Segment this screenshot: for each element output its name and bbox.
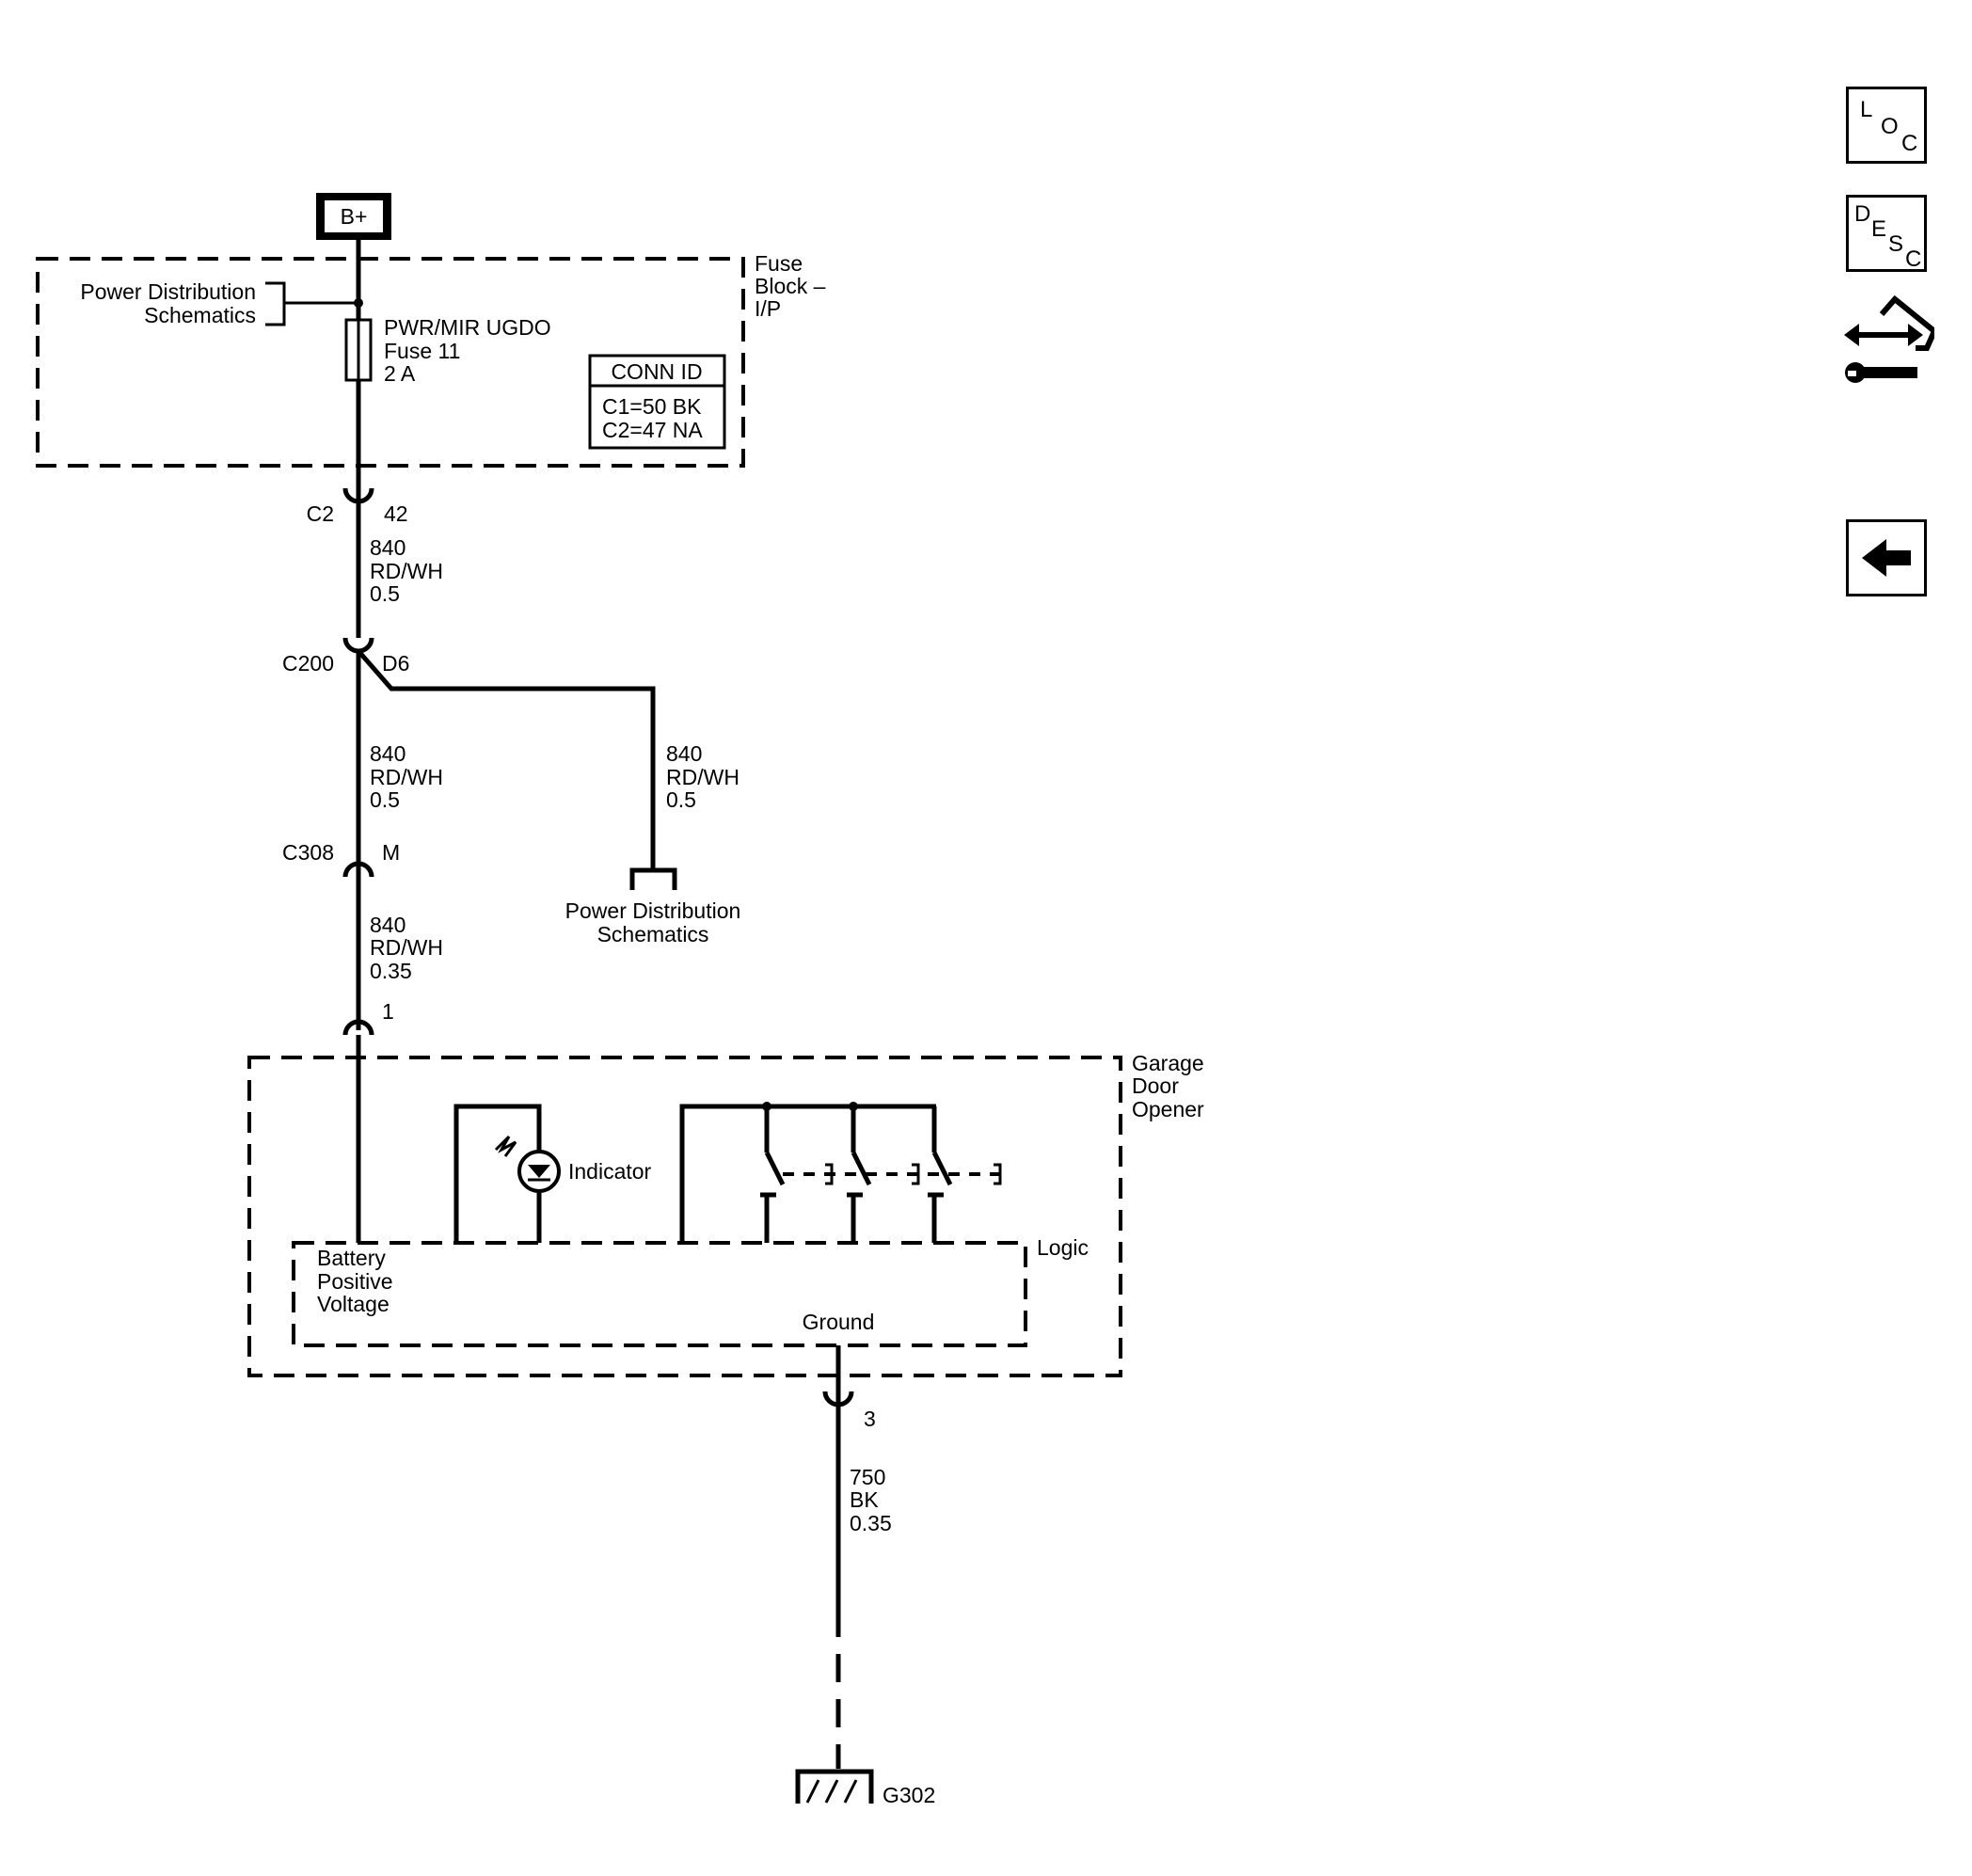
battery-voltage-line: Battery: [317, 1246, 386, 1270]
ground-g302: G302: [795, 1769, 935, 1807]
garage-door-opener-name-line: Door: [1132, 1073, 1179, 1098]
conn-id-row: C1=50 BK: [602, 394, 702, 419]
wire-label-line: RD/WH: [370, 559, 443, 583]
fuse-block-outline: [36, 257, 745, 468]
battery-supply: B+: [316, 193, 391, 240]
battery-voltage-line: Voltage: [317, 1292, 390, 1316]
fuse-label-line: PWR/MIR UGDO: [384, 315, 551, 340]
gdo-pin-3: 3: [822, 1391, 876, 1431]
power-distribution-reference-line: Power Distribution: [80, 279, 256, 304]
fuse-11: [344, 318, 373, 382]
switch-group: [679, 1102, 1002, 1243]
logic-box: [292, 1241, 1027, 1347]
fuse-block-name-line: Fuse: [755, 251, 803, 276]
desc-button[interactable]: D E S C: [1846, 195, 1927, 272]
fuse-label-line: 2 A: [384, 361, 416, 386]
wire-label-line: 0.35: [850, 1511, 892, 1535]
indicator-circuit: Indicator: [453, 1104, 652, 1243]
wire-label: 840 RD/WH 0.5: [370, 741, 443, 812]
wire-label: 840 RD/WH 0.5: [666, 741, 740, 812]
power-distribution-reference[interactable]: Power Distribution Schematics: [80, 279, 363, 327]
wire-label: 750 BK 0.35: [850, 1465, 892, 1535]
connector-pin: M: [382, 840, 400, 865]
power-distribution-reference-line: Schematics: [144, 303, 256, 327]
indicator-label: Indicator: [568, 1159, 652, 1184]
wire-label-line: RD/WH: [370, 935, 443, 960]
logic-label: Logic: [1037, 1235, 1089, 1260]
fuse-block-name: Fuse Block – I/P: [755, 251, 826, 321]
ground-id: G302: [883, 1783, 935, 1807]
conn-id-table: CONN ID C1=50 BK C2=47 NA: [588, 354, 726, 450]
wire-label-line: 0.35: [370, 959, 412, 983]
loc-letter: C: [1901, 131, 1918, 156]
conn-id-title: CONN ID: [611, 359, 702, 384]
garage-door-opener-name-line: Opener: [1132, 1097, 1204, 1121]
connector-id: C200: [282, 651, 334, 676]
loc-letter: L: [1860, 97, 1873, 122]
connector-wrench-icon: [1844, 294, 1938, 383]
desc-letter: S: [1888, 231, 1904, 257]
connector-pin: D6: [382, 651, 409, 676]
wire-label: 840 RD/WH 0.5: [370, 535, 443, 606]
wire-label-line: 0.5: [666, 787, 696, 812]
connector-c200: C200 D6: [282, 616, 409, 676]
connector-id: C308: [282, 840, 334, 865]
wire-label-line: 0.5: [370, 787, 400, 812]
back-button[interactable]: [1846, 519, 1927, 596]
branch-reference-line: Schematics: [597, 922, 709, 946]
connector-info-button[interactable]: [1844, 294, 1938, 397]
wire-label-line: 840: [370, 535, 406, 560]
connector-id: C2: [307, 501, 334, 526]
fuse-block-name-line: I/P: [755, 296, 781, 321]
battery-supply-label: B+: [341, 204, 368, 229]
branch-wire: [357, 649, 656, 870]
wire-label-line: 0.5: [370, 581, 400, 606]
desc-letter: E: [1871, 216, 1887, 242]
fuse-block-name-line: Block –: [755, 274, 826, 298]
loc-button[interactable]: L O C: [1846, 87, 1927, 164]
branch-reference[interactable]: Power Distribution Schematics: [565, 867, 741, 946]
branch-reference-line: Power Distribution: [565, 898, 741, 923]
connector-c2: C2 42: [307, 475, 408, 526]
desc-letter: C: [1905, 246, 1922, 272]
battery-voltage-line: Positive: [317, 1269, 393, 1294]
connector-c308: C308 M: [282, 840, 400, 878]
connector-pin: 1: [382, 999, 394, 1024]
garage-door-opener-name: Garage Door Opener: [1132, 1051, 1204, 1121]
connector-pin: 3: [864, 1407, 876, 1431]
garage-door-opener-outline: [247, 1056, 1122, 1377]
conn-id-row: C2=47 NA: [602, 418, 703, 442]
ground-label: Ground: [803, 1310, 875, 1334]
wire-label-line: RD/WH: [666, 765, 740, 789]
wire-label-line: 840: [666, 741, 702, 766]
garage-door-opener-name-line: Garage: [1132, 1051, 1204, 1075]
battery-voltage-label: Battery Positive Voltage: [317, 1246, 393, 1316]
wire-label-line: 750: [850, 1465, 885, 1489]
fuse-label: PWR/MIR UGDO Fuse 11 2 A: [384, 315, 551, 386]
wire-label-line: BK: [850, 1487, 879, 1512]
wire-label-line: 840: [370, 741, 406, 766]
fuse-label-line: Fuse 11: [384, 339, 460, 363]
connector-pin: 42: [384, 501, 408, 526]
back-arrow-icon: [1862, 539, 1911, 577]
desc-letter: D: [1854, 201, 1871, 227]
gdo-pin-1: 1: [342, 999, 394, 1036]
wire-label-line: RD/WH: [370, 765, 443, 789]
wire-label: 840 RD/WH 0.35: [370, 913, 443, 983]
wire-label-line: 840: [370, 913, 406, 937]
loc-letter: O: [1881, 114, 1899, 139]
